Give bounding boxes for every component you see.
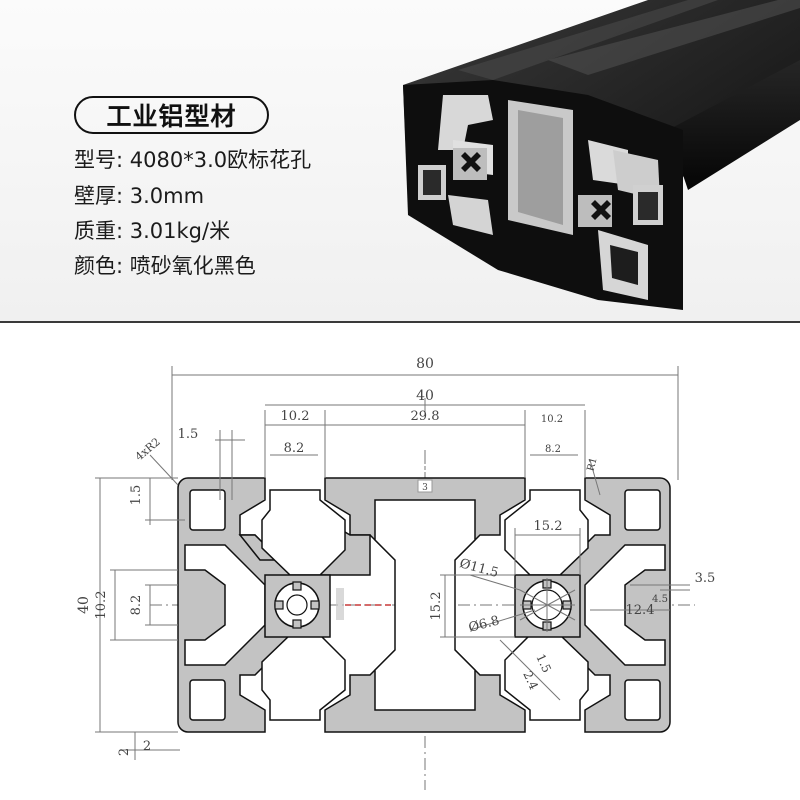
spec-label: 壁厚 bbox=[74, 184, 116, 208]
dim-slot-width-left: 8.2 bbox=[284, 441, 305, 456]
dim-top-inset: 1.5 bbox=[129, 485, 144, 506]
profile-cavities bbox=[184, 489, 666, 721]
dim-half-width: 40 bbox=[416, 388, 434, 404]
cross-section-drawing: 80 40 10.2 29.8 10.2 1.5 4xR2 8.2 8.2 R1… bbox=[76, 356, 716, 790]
spec-wall-thickness: 壁厚: 3.0mm bbox=[74, 184, 205, 208]
left-core-inner-hole bbox=[286, 594, 308, 616]
dim-slot-width-right: 8.2 bbox=[545, 444, 561, 455]
dim-center-mark: 3 bbox=[422, 483, 428, 493]
spec-color: 颜色: 喷砂氧化黑色 bbox=[74, 254, 256, 278]
dim-top-gap: 1.5 bbox=[178, 427, 199, 442]
dim-lip-height: 3.5 bbox=[695, 571, 716, 586]
product-info-panel: 工业铝型材 型号: 4080*3.0欧标花孔 壁厚: 3.0mm 质重: 3.0… bbox=[0, 0, 800, 322]
dim-core-width: 15.2 bbox=[534, 519, 563, 534]
dim-corner-radius: 4xR2 bbox=[133, 435, 163, 463]
profile-photo bbox=[403, 0, 800, 310]
dim-slot-depth: 12.4 bbox=[626, 603, 655, 618]
dim-foot-width: 2 bbox=[143, 739, 151, 754]
spec-label: 质重 bbox=[74, 219, 116, 243]
dim-slot-pitch-right: 10.2 bbox=[541, 414, 563, 425]
product-title: 工业铝型材 bbox=[74, 96, 269, 134]
spec-value: 4080*3.0欧标花孔 bbox=[129, 148, 312, 172]
spec-label: 颜色 bbox=[74, 254, 116, 278]
dim-height: 40 bbox=[76, 596, 92, 614]
dim-core-height: 15.2 bbox=[429, 592, 444, 621]
dim-overall-width: 80 bbox=[416, 356, 434, 372]
dim-side-slot-width: 8.2 bbox=[129, 595, 144, 616]
spec-value: 3.01kg/米 bbox=[129, 219, 231, 243]
dim-hole-inner: Ø6.8 bbox=[467, 613, 501, 636]
dim-center-span: 29.8 bbox=[411, 409, 440, 424]
dim-side-slot-pitch: 10.2 bbox=[94, 591, 109, 620]
spec-model: 型号: 4080*3.0欧标花孔 bbox=[74, 148, 312, 172]
spec-value: 3.0mm bbox=[129, 184, 205, 208]
section-divider bbox=[0, 321, 800, 323]
dim-lip-small: 4.5 bbox=[652, 594, 668, 605]
dim-foot-height: 2 bbox=[117, 748, 132, 756]
center-mark-box bbox=[417, 479, 433, 493]
spec-value: 喷砂氧化黑色 bbox=[129, 254, 256, 278]
spec-label: 型号 bbox=[74, 148, 116, 172]
dim-slot-pitch-left: 10.2 bbox=[281, 409, 310, 424]
dim-inner-radius: R1 bbox=[585, 456, 599, 472]
spec-weight: 质重: 3.01kg/米 bbox=[74, 219, 231, 243]
